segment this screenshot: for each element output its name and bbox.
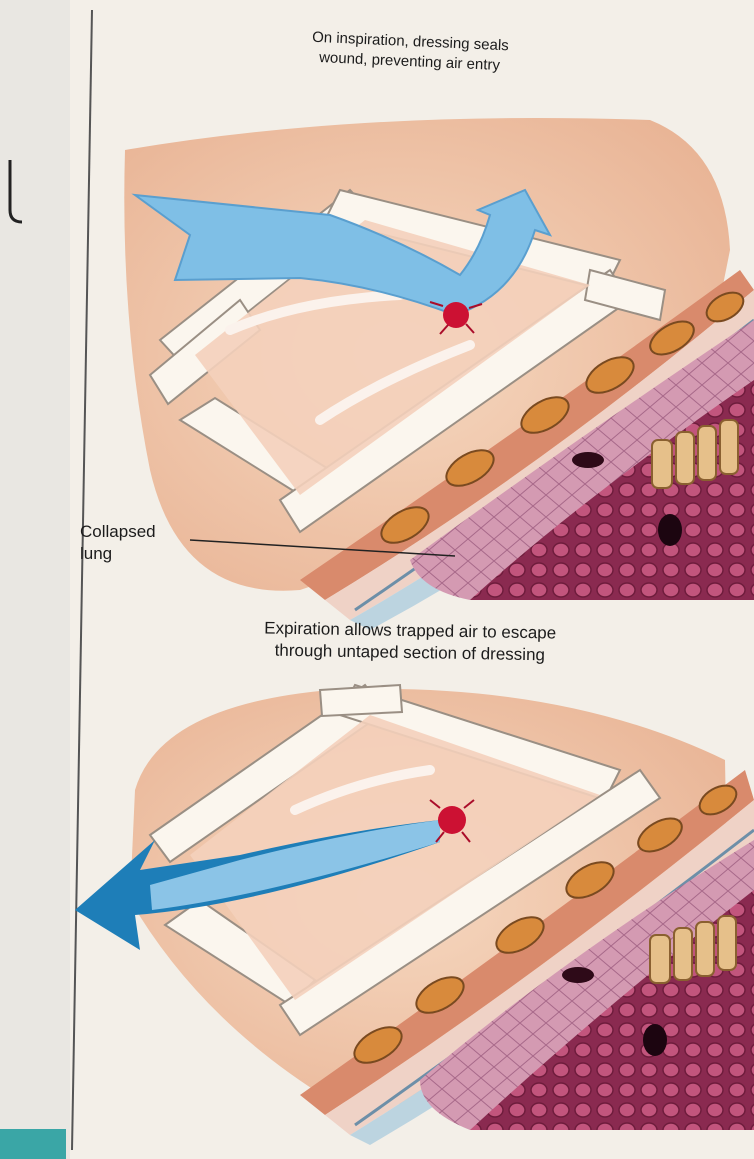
slide-accent-tab [0,1129,66,1159]
caption-expiration: Expiration allows trapped air to escape … [150,615,671,668]
slide-bracket-glyph [10,160,22,222]
label-collapsed-lung-line2: lung [80,543,156,565]
label-collapsed-lung-line1: Collapsed [80,521,156,543]
top-panel [124,118,754,630]
label-collapsed-lung: Collapsed lung [80,521,156,565]
